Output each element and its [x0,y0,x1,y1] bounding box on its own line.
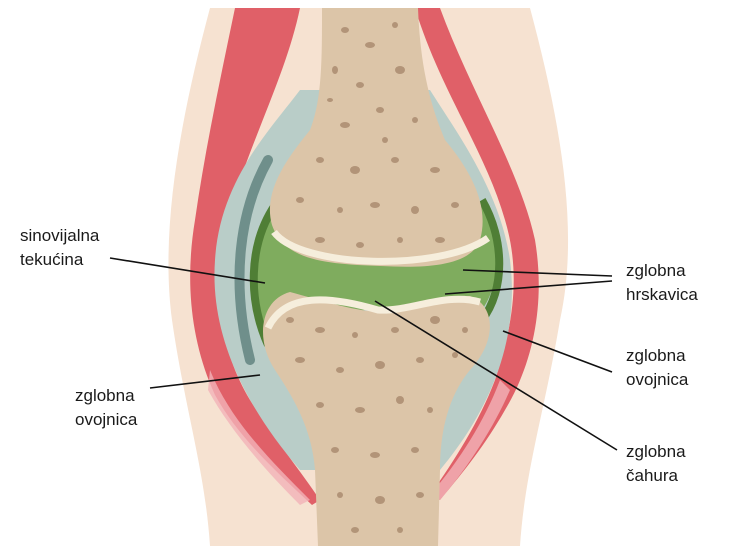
label-membrane-right: zglobna ovojnica [626,344,688,392]
label-synovial-fluid: sinovijalna tekućina [20,224,99,272]
label-membrane-left: zglobna ovojnica [75,384,137,432]
label-joint-capsule: zglobna čahura [626,440,686,488]
label-articular-cartilage: zglobna hrskavica [626,259,698,307]
